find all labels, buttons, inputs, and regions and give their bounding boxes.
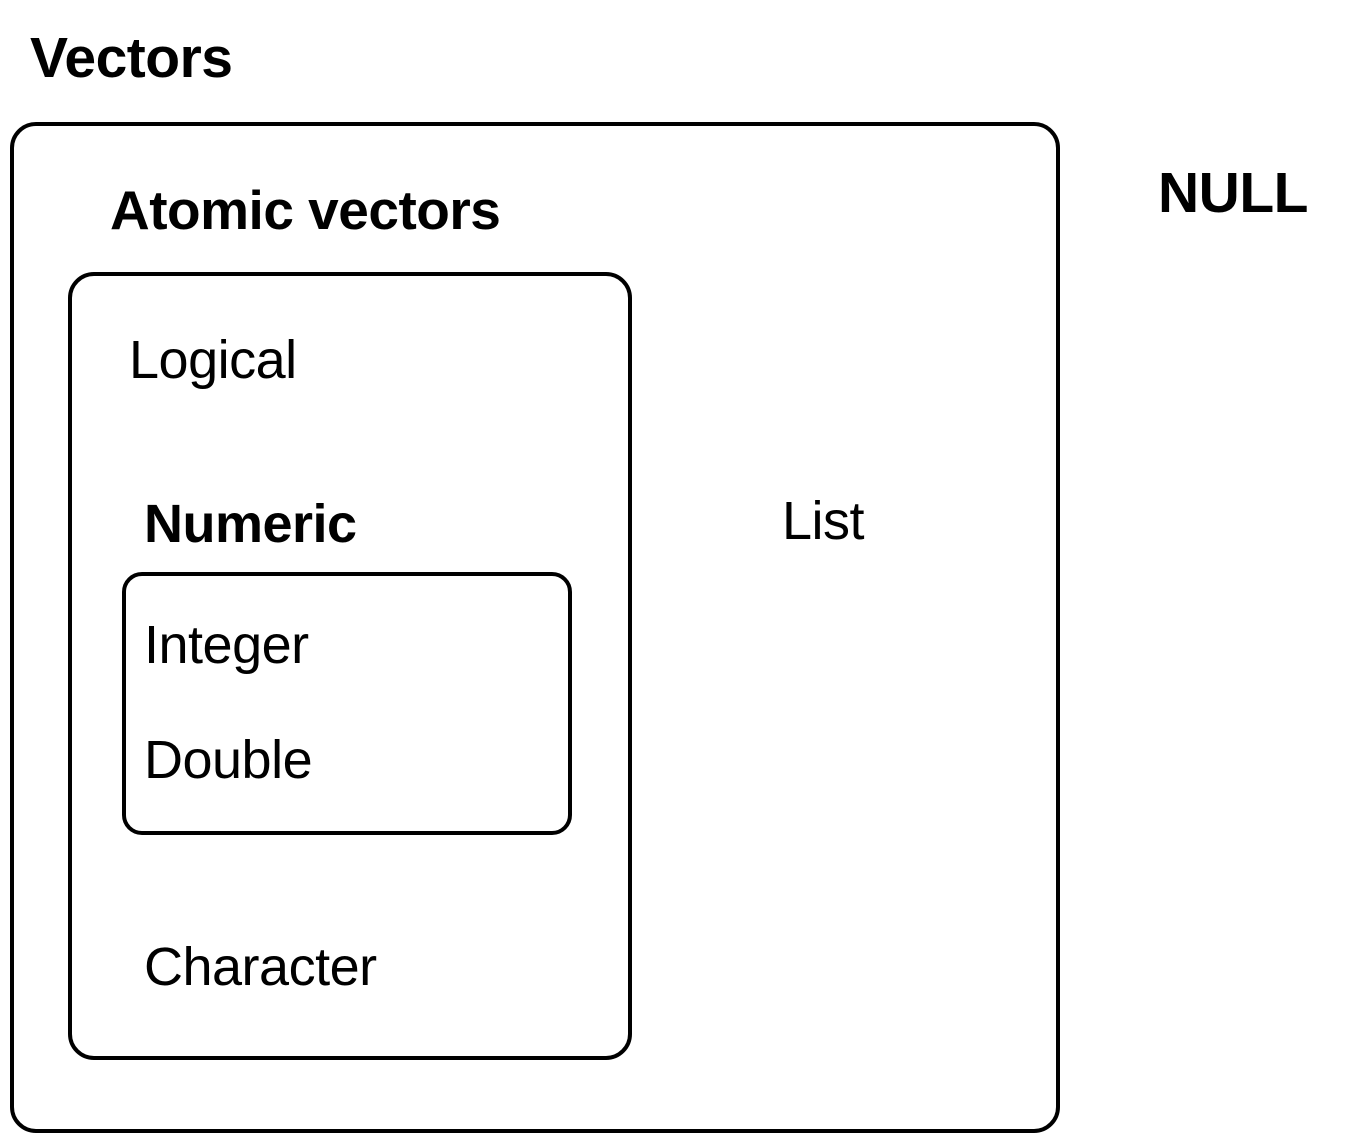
- character-label: Character: [144, 937, 377, 997]
- logical-label: Logical: [129, 330, 297, 390]
- null-label: NULL: [1158, 161, 1308, 225]
- numeric-label: Numeric: [144, 494, 357, 554]
- atomic-vectors-label: Atomic vectors: [110, 179, 501, 241]
- double-label: Double: [144, 730, 313, 790]
- vectors-group-box: [10, 122, 1060, 1133]
- list-label: List: [782, 491, 865, 551]
- integer-label: Integer: [144, 615, 309, 675]
- atomic-vectors-group-box: [68, 272, 632, 1060]
- vectors-label: Vectors: [30, 26, 233, 90]
- numeric-group-box: [122, 572, 572, 835]
